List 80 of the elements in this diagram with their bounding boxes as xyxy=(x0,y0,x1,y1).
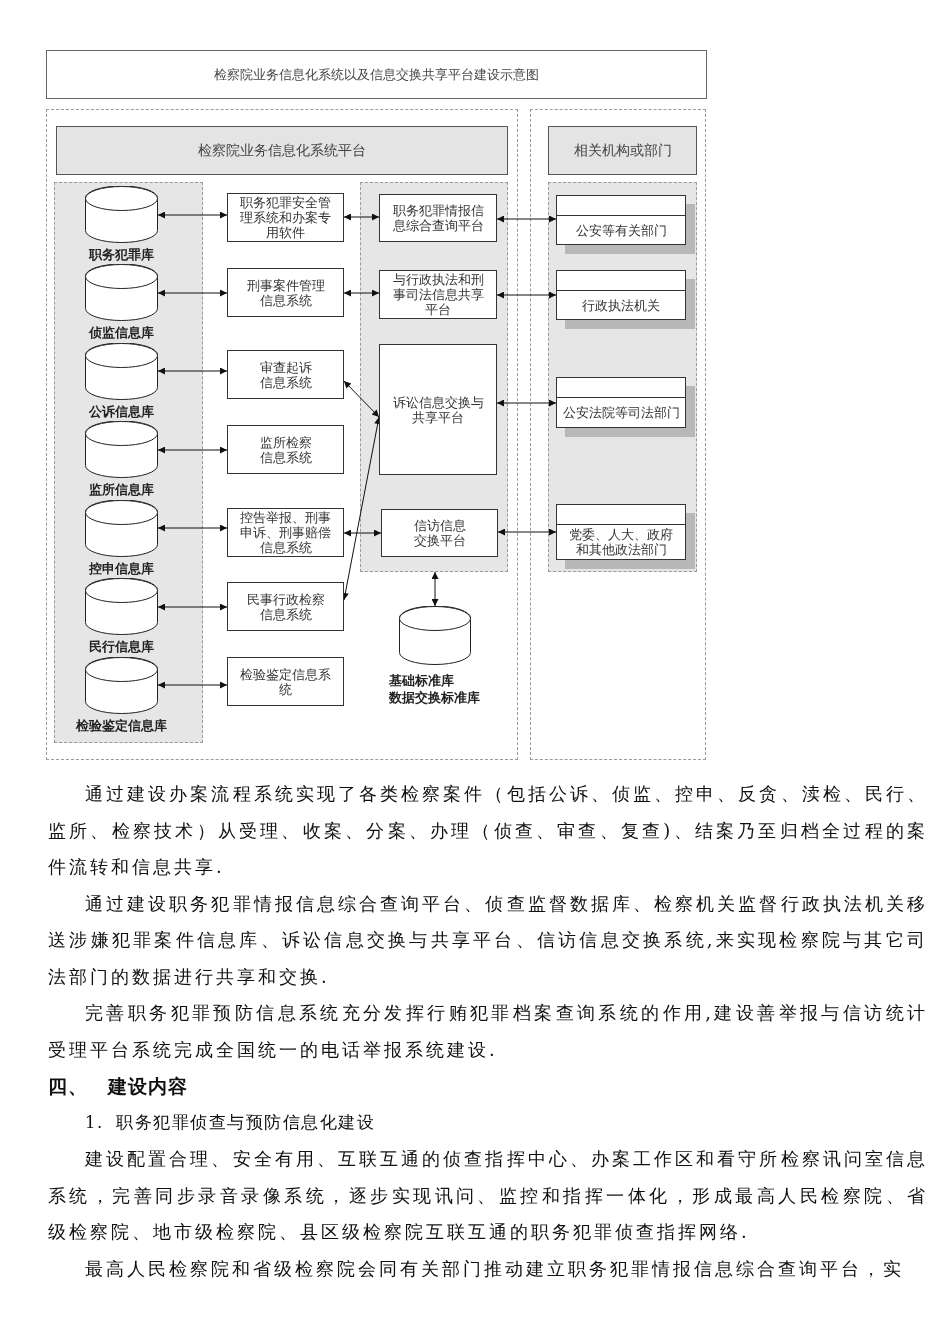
platform-box xyxy=(379,344,497,475)
system-name: 职务犯罪安全管理系统和办案专用软件 xyxy=(239,195,332,240)
database-label: 侦监信息库 xyxy=(89,325,154,341)
paragraph: 最高人民检察院和省级检察院会同有关部门推动建立职务犯罪情报信息综合查询平台，实 xyxy=(84,1256,905,1281)
platform-name: 信访信息交换平台 xyxy=(412,518,467,548)
platform-name: 职务犯罪情报信息综合查询平台 xyxy=(391,203,485,233)
database-label: 职务犯罪库 xyxy=(89,247,154,263)
double-arrow xyxy=(343,213,380,221)
header-title: 相关机构或部门 xyxy=(573,143,672,158)
database xyxy=(85,421,158,499)
system-box xyxy=(227,508,344,557)
double-arrow xyxy=(496,399,557,407)
system-box xyxy=(227,425,344,474)
organization-name: 党委、人大、政府和其他政法部门 xyxy=(568,527,674,557)
system-box xyxy=(227,268,344,317)
database-label: 公诉信息库 xyxy=(89,404,154,420)
database xyxy=(74,657,169,735)
database-label: 民行信息库 xyxy=(89,639,154,655)
paragraph: 完善职务犯罪预防信息系统充分发挥行贿犯罪档案查询系统的作用,建设善举报与信访统计受理平台系统完成全国统一的电话举报系统建设. xyxy=(48,1001,928,1062)
dashed-panel xyxy=(46,109,518,760)
subsection-heading: 1. 职务犯罪侦查与预防信息化建设 xyxy=(85,1111,376,1134)
system-name: 控告举报、刑事申诉、刑事赔偿信息系统 xyxy=(239,510,332,555)
platform-box xyxy=(379,270,497,319)
header-bar xyxy=(548,126,697,175)
double-arrow xyxy=(343,380,380,418)
paragraph: 建设配置合理、安全有用、互联互通的侦查指挥中心、办案工作区和看守所检察讯问室信息系统，完善同步录音录像系统，逐步实现讯问、监控和指挥一体化，形成最高人民检察院、省级检察院、地市级检察院、县区级检察院互联互通的职务犯罪侦查指挥网络. xyxy=(48,1147,928,1244)
section-heading: 四、 建设内容 xyxy=(48,1074,188,1099)
system-box xyxy=(227,350,344,399)
double-arrow xyxy=(341,416,382,601)
header-title: 检察院业务信息化系统平台 xyxy=(198,143,366,158)
double-arrow xyxy=(157,211,228,219)
system-box xyxy=(227,657,344,706)
system-name: 民事行政检察信息系统 xyxy=(245,591,326,622)
double-arrow xyxy=(157,681,228,689)
double-arrow xyxy=(496,215,557,223)
diagram-title: 检察院业务信息化系统以及信息交换共享平台建设示意图 xyxy=(46,50,707,99)
double-arrow xyxy=(497,528,557,536)
paragraph: 通过建设职务犯罪情报信息综合查询平台、侦查监督数据库、检察机关监督行政执法机关移送涉嫌犯罪案件信息库、诉讼信息交换与共享平台、信访信息交换系统,来实现检察院与其它司法部门的数据进行共享和交换. xyxy=(48,891,928,989)
organization-name: 公安法院等司法部门 xyxy=(562,405,680,420)
double-arrow xyxy=(157,603,228,611)
database-label: 监所信息库 xyxy=(89,482,154,498)
organization-card xyxy=(556,377,695,437)
shaded-panel xyxy=(548,182,697,572)
organization-name: 行政执法机关 xyxy=(582,297,660,313)
database-label: 控申信息库 xyxy=(89,561,154,577)
database-label: 数据交换标准库 xyxy=(389,689,480,706)
organization-card xyxy=(556,504,695,569)
double-arrow xyxy=(343,289,380,297)
shaded-panel xyxy=(360,182,508,572)
organization-name: 公安等有关部门 xyxy=(575,222,667,238)
paragraph: 通过建设办案流程系统实现了各类检察案件（包括公诉、侦监、控申、反贪、渎检、民行、监所、检察技术）从受理、收案、分案、办理（侦查、审查、复查)、结案乃至归档全过程的案件流转和信息共享. xyxy=(48,782,928,879)
platform-name: 诉讼信息交换与共享平台 xyxy=(391,394,485,425)
database xyxy=(85,264,158,342)
double-arrow xyxy=(157,446,228,454)
platform-box xyxy=(381,509,498,557)
header-bar xyxy=(56,126,508,175)
database xyxy=(85,343,158,421)
system-name: 检验鉴定信息系统 xyxy=(239,666,332,697)
database xyxy=(85,186,158,264)
system-name: 监所检察信息系统 xyxy=(258,434,313,465)
dashed-panel xyxy=(530,109,706,760)
double-arrow xyxy=(431,571,439,607)
double-arrow xyxy=(157,524,228,532)
shaded-panel xyxy=(54,182,203,743)
double-arrow xyxy=(157,289,228,297)
database xyxy=(85,578,158,656)
system-name: 刑事案件管理信息系统 xyxy=(245,277,326,308)
database-label: 基础标准库 xyxy=(389,672,454,689)
double-arrow xyxy=(157,367,228,375)
platform-name: 与行政执法和刑事司法信息共享平台 xyxy=(391,272,485,317)
database xyxy=(85,500,158,578)
double-arrow xyxy=(343,529,382,537)
system-box xyxy=(227,193,344,242)
database-label: 检验鉴定信息库 xyxy=(76,718,167,734)
organization-card xyxy=(556,195,695,254)
system-box xyxy=(227,582,344,631)
double-arrow xyxy=(496,291,557,299)
system-name: 审查起诉信息系统 xyxy=(258,359,313,390)
platform-box xyxy=(379,194,497,242)
organization-card xyxy=(556,270,695,329)
